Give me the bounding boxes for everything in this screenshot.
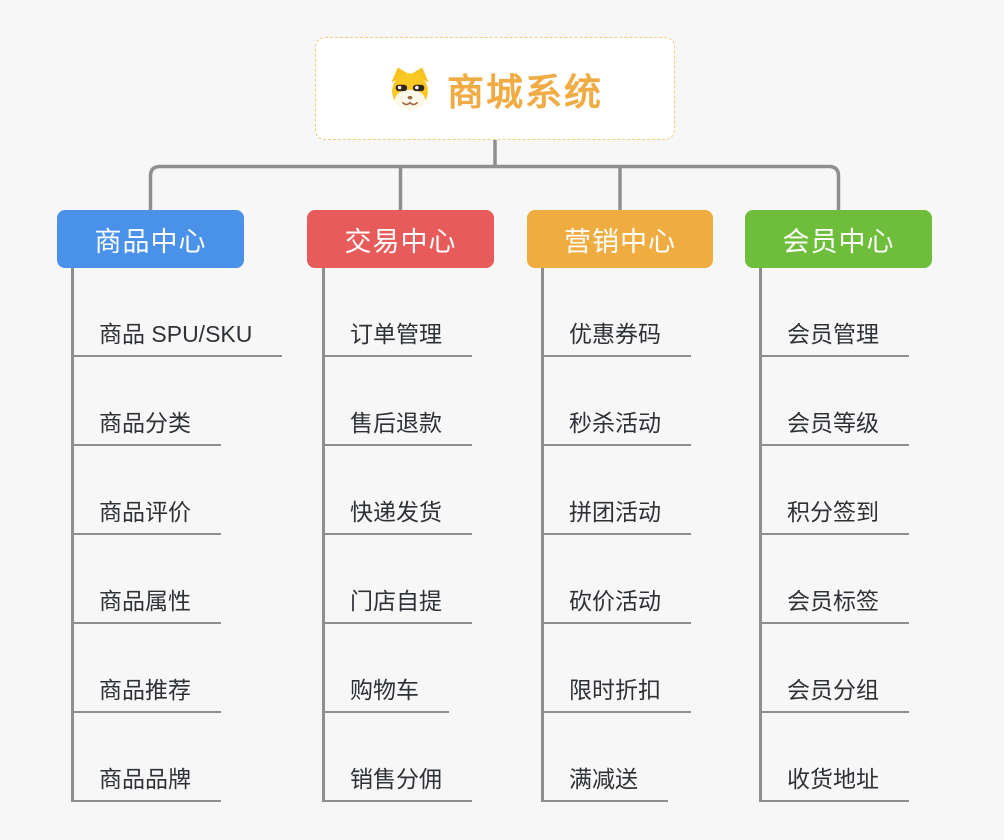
leaf-topic[interactable]: 满减送 — [541, 764, 668, 802]
leaf-topic[interactable]: 会员等级 — [759, 408, 909, 446]
branch-line-marketing — [541, 268, 544, 802]
leaf-topic[interactable]: 商品评价 — [71, 497, 221, 535]
leaf-topic[interactable]: 优惠券码 — [541, 319, 691, 357]
leaf-topic[interactable]: 快递发货 — [322, 497, 472, 535]
leaf-topic[interactable]: 积分签到 — [759, 497, 909, 535]
leaf-topic[interactable]: 收货地址 — [759, 764, 909, 802]
branch-header-members[interactable]: 会员中心 — [745, 210, 932, 268]
tree-connectors — [148, 140, 841, 210]
leaf-topic[interactable]: 商品品牌 — [71, 764, 221, 802]
leaf-topic[interactable]: 商品推荐 — [71, 675, 221, 713]
leaf-topic[interactable]: 会员分组 — [759, 675, 909, 713]
branch-header-trade[interactable]: 交易中心 — [307, 210, 494, 268]
dog-icon — [391, 66, 429, 110]
leaf-topic[interactable]: 商品属性 — [71, 586, 221, 624]
leaf-topic[interactable]: 商品 SPU/SKU — [71, 319, 283, 357]
root-title: 商城系统 — [447, 71, 603, 113]
leaf-topic[interactable]: 订单管理 — [322, 319, 472, 357]
leaf-topic[interactable]: 购物车 — [322, 675, 449, 713]
branch-line-members — [759, 268, 762, 802]
branch-line-products — [71, 268, 74, 802]
leaf-topic[interactable]: 门店自提 — [322, 586, 472, 624]
leaf-topic[interactable]: 会员管理 — [759, 319, 909, 357]
leaf-topic[interactable]: 会员标签 — [759, 586, 909, 624]
leaf-topic[interactable]: 砍价活动 — [541, 586, 691, 624]
leaf-topic[interactable]: 秒杀活动 — [541, 408, 691, 446]
leaf-topic[interactable]: 销售分佣 — [322, 764, 472, 802]
branch-header-marketing[interactable]: 营销中心 — [527, 210, 713, 268]
leaf-topic[interactable]: 商品分类 — [71, 408, 221, 446]
branch-header-products[interactable]: 商品中心 — [57, 210, 244, 268]
leaf-topic[interactable]: 拼团活动 — [541, 497, 691, 535]
leaf-topic[interactable]: 限时折扣 — [541, 675, 691, 713]
leaf-topic[interactable]: 售后退款 — [322, 408, 472, 446]
branch-line-trade — [322, 268, 325, 802]
root-topic[interactable]: 商城系统 — [315, 37, 675, 140]
